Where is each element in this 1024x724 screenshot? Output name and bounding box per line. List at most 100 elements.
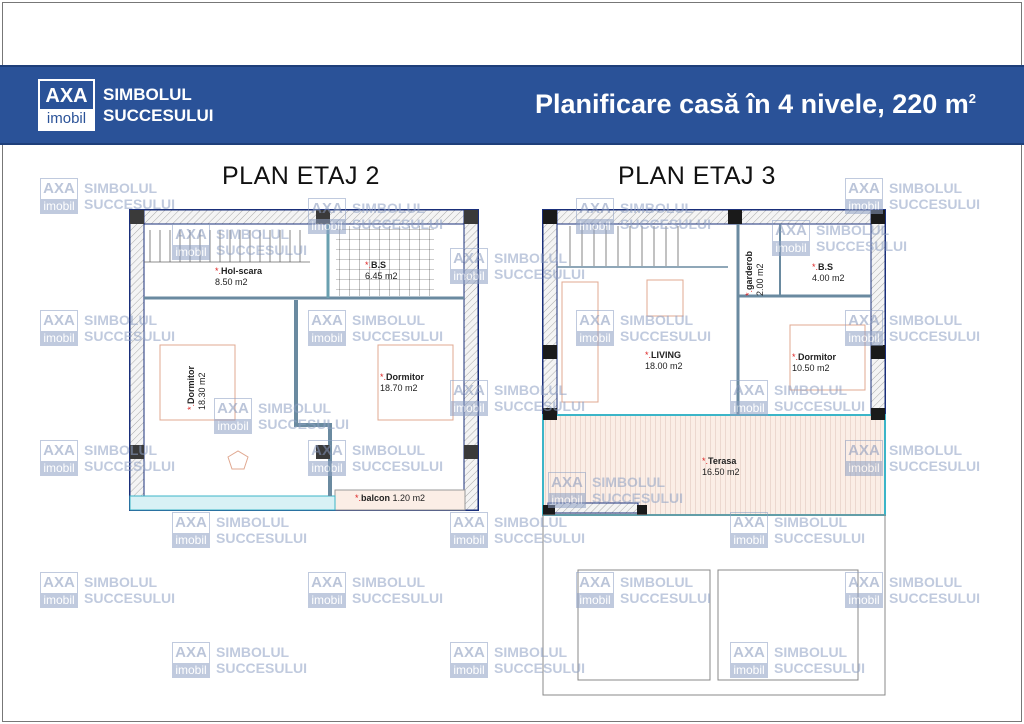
watermark-logo-bottom: imobil bbox=[309, 593, 345, 608]
watermark-line-2: SUCCESULUI bbox=[620, 328, 712, 344]
watermark-line-1: SIMBOLUL bbox=[352, 312, 426, 328]
watermark-line-1: SIMBOLUL bbox=[494, 250, 568, 266]
watermark-line-1: SIMBOLUL bbox=[494, 382, 568, 398]
watermark-logo-bottom: imobil bbox=[577, 219, 613, 234]
room-name: garderob bbox=[744, 250, 754, 290]
room-area: 6.45 m2 bbox=[365, 271, 398, 281]
room-name: B.S bbox=[371, 260, 387, 270]
watermark-line-2: SUCCESULUI bbox=[258, 416, 350, 432]
watermark-logo: AXA imobil bbox=[845, 440, 883, 476]
watermark-line-2: SUCCESULUI bbox=[216, 660, 308, 676]
watermark-logo-top: AXA bbox=[217, 400, 249, 417]
watermark-line-2: SUCCESULUI bbox=[889, 458, 981, 474]
room-area: 10.50 m2 bbox=[792, 363, 830, 373]
watermark-logo-bottom: imobil bbox=[731, 663, 767, 678]
watermark-logo-bottom: imobil bbox=[309, 219, 345, 234]
slogan: SIMBOLUL SUCCESULUI bbox=[103, 84, 214, 126]
watermark-line-2: SUCCESULUI bbox=[494, 530, 586, 546]
watermark-logo-top: AXA bbox=[453, 250, 485, 267]
watermark-logo-top: AXA bbox=[733, 644, 765, 661]
watermark-line-1: SIMBOLUL bbox=[620, 312, 694, 328]
room-area: 1.20 m2 bbox=[392, 493, 426, 503]
watermark-logo-bottom: imobil bbox=[173, 533, 209, 548]
plan-etaj-2 bbox=[129, 209, 479, 511]
watermark-logo-top: AXA bbox=[848, 312, 880, 329]
watermark-logo-top: AXA bbox=[43, 574, 75, 591]
watermark-logo-top: AXA bbox=[848, 442, 880, 459]
room-name: balcon bbox=[361, 493, 391, 503]
room-area: 16.50 m2 bbox=[702, 467, 740, 477]
watermark-line-2: SUCCESULUI bbox=[84, 196, 176, 212]
watermark-line-2: SUCCESULUI bbox=[216, 530, 308, 546]
plan-etaj-3 bbox=[542, 209, 886, 696]
watermark-line-1: SIMBOLUL bbox=[352, 200, 426, 216]
watermark-line-1: SIMBOLUL bbox=[84, 312, 158, 328]
watermark-logo-bottom: imobil bbox=[451, 269, 487, 284]
room-name: Dormitor bbox=[186, 365, 196, 404]
watermark-line-2: SUCCESULUI bbox=[620, 590, 712, 606]
room-name: Terasa bbox=[708, 456, 737, 466]
room-area: 4.00 m2 bbox=[812, 273, 845, 283]
watermark-logo-top: AXA bbox=[43, 180, 75, 197]
watermark-logo-bottom: imobil bbox=[309, 331, 345, 346]
watermark-logo-bottom: imobil bbox=[731, 533, 767, 548]
watermark-logo-bottom: imobil bbox=[549, 493, 585, 508]
watermark-line-1: SIMBOLUL bbox=[816, 222, 890, 238]
watermark-line-1: SIMBOLUL bbox=[620, 200, 694, 216]
watermark-line-2: SUCCESULUI bbox=[592, 490, 684, 506]
watermark-line-1: SIMBOLUL bbox=[216, 226, 290, 242]
watermark-logo-bottom: imobil bbox=[451, 401, 487, 416]
watermark-logo-top: AXA bbox=[175, 226, 207, 243]
watermark-line-1: SIMBOLUL bbox=[889, 574, 963, 590]
watermark-line-2: SUCCESULUI bbox=[774, 398, 866, 414]
watermark-logo-bottom: imobil bbox=[846, 461, 882, 476]
logo-bottom-text: imobil bbox=[40, 109, 93, 129]
watermark-logo-top: AXA bbox=[175, 514, 207, 531]
room-label-balcon: *.balcon 1.20 m2 bbox=[355, 493, 426, 503]
watermark-line-2: SUCCESULUI bbox=[84, 328, 176, 344]
watermark-line-1: SIMBOLUL bbox=[216, 644, 290, 660]
watermark-logo-top: AXA bbox=[775, 222, 807, 239]
watermark-logo-bottom: imobil bbox=[41, 593, 77, 608]
watermark-line-1: SIMBOLUL bbox=[889, 442, 963, 458]
watermark-logo-bottom: imobil bbox=[846, 593, 882, 608]
room-name: Hol-scara bbox=[221, 266, 263, 276]
watermark-logo-bottom: imobil bbox=[173, 245, 209, 260]
watermark-line-2: SUCCESULUI bbox=[352, 216, 444, 232]
